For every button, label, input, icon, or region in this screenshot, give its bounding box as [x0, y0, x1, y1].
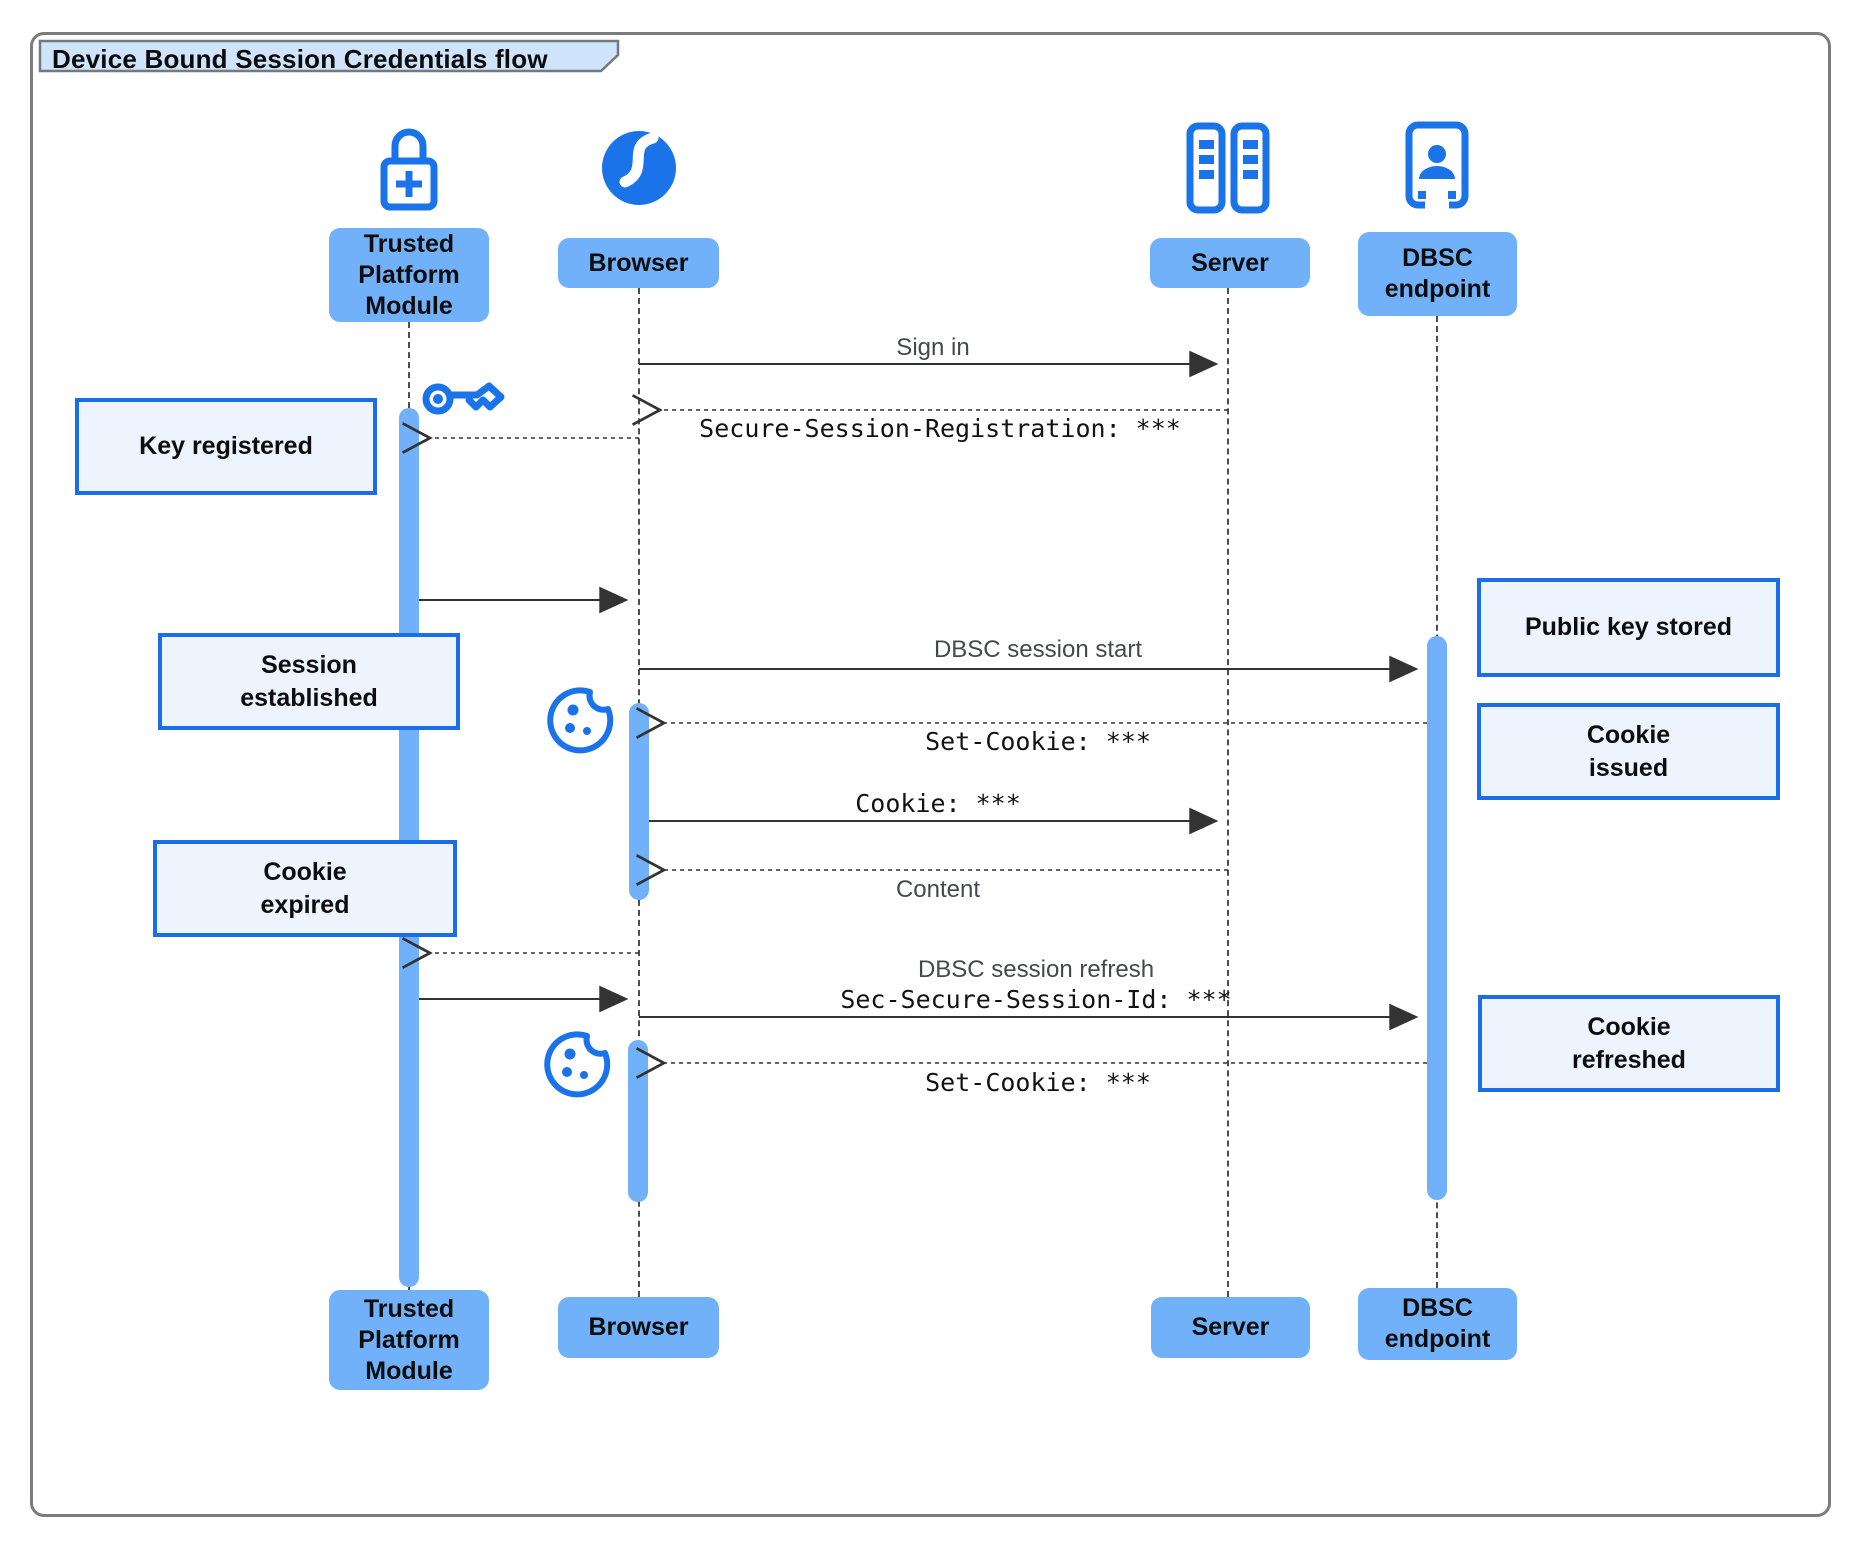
message-label-set-cookie-issue: Set-Cookie: *** — [925, 727, 1151, 756]
server-icon — [1186, 122, 1270, 214]
lock-plus-icon — [380, 128, 438, 211]
note-key-registered: Key registered — [75, 398, 377, 495]
globe-icon — [602, 131, 676, 205]
note-cookie-expired: Cookie expired — [153, 840, 457, 937]
message-label-sign-in: Sign in — [896, 334, 970, 361]
activation-bar-dbsc — [1427, 636, 1447, 1200]
actor-top-dbsc-endpoint: DBSC endpoint — [1358, 232, 1517, 316]
note-public-key-stored: Public key stored — [1477, 578, 1780, 677]
door-person-icon — [1405, 121, 1469, 209]
lifeline-server — [1227, 288, 1229, 1297]
key-icon — [422, 382, 505, 415]
page-title: Device Bound Session Credentials flow — [52, 44, 548, 74]
message-label-cookie: Cookie: *** — [855, 789, 1021, 818]
cookie-icon — [544, 1031, 611, 1098]
activation-bar-browser-1 — [629, 703, 649, 900]
actor-bottom-server: Server — [1151, 1297, 1310, 1358]
diagram-frame — [30, 32, 1831, 1517]
actor-bottom-tpm: Trusted Platform Module — [329, 1290, 489, 1390]
actor-top-tpm: Trusted Platform Module — [329, 228, 489, 322]
message-label-secure-session-registration: Secure-Session-Registration: *** — [699, 414, 1181, 443]
message-label-set-cookie-refresh: Set-Cookie: *** — [925, 1068, 1151, 1097]
actor-top-server: Server — [1150, 238, 1310, 288]
cookie-icon — [547, 687, 614, 754]
message-label-content: Content — [895, 876, 981, 903]
actor-bottom-browser: Browser — [558, 1297, 719, 1358]
message-label-dbsc-session-start: DBSC session start — [933, 636, 1143, 663]
message-label-sec-secure-session-id: Sec-Secure-Session-Id: *** — [840, 985, 1232, 1014]
note-cookie-issued: Cookie issued — [1477, 703, 1780, 800]
title-tab — [38, 39, 620, 73]
note-cookie-refreshed: Cookie refreshed — [1478, 995, 1780, 1092]
actor-bottom-dbsc-endpoint: DBSC endpoint — [1358, 1288, 1517, 1360]
message-label-dbsc-session-refresh: DBSC session refresh — [917, 956, 1155, 983]
actor-top-browser: Browser — [558, 238, 719, 288]
activation-bar-browser-2 — [628, 1040, 648, 1202]
note-session-established: Session established — [158, 633, 460, 730]
